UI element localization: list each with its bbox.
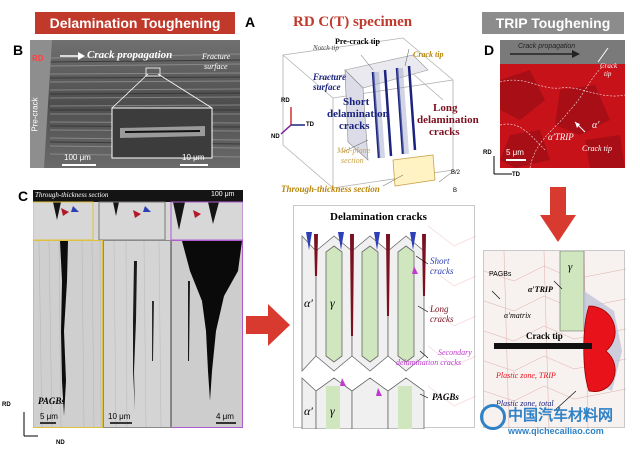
alpha-prime-label-d: α′ xyxy=(592,120,600,131)
panel-label-c: C xyxy=(18,188,29,204)
alpha-trip-label-trip: α′TRIP xyxy=(528,285,553,294)
scale-bar-label-c-top: 100 μm xyxy=(211,191,235,198)
crack-tip-top-label-1: Crack xyxy=(600,62,618,70)
td-axis-label-a: TD xyxy=(306,122,314,128)
ebsd-phase-map: Crack propagation Crack tip α′ α′TRIP Cr… xyxy=(500,40,625,168)
alpha-trip-label-d: α′TRIP xyxy=(548,132,574,142)
fracture-surface-label-b1: Fracture xyxy=(202,52,231,61)
scale-bar-label-b-main: 100 μm xyxy=(64,153,91,162)
crack-propagation-label-d: Crack propagation xyxy=(518,43,576,50)
short-cracks-label-2: delamination xyxy=(327,108,389,120)
alpha-prime-label-delam: α′ xyxy=(304,296,313,310)
crack-propagation-label-b: Crack propagation xyxy=(87,49,173,61)
long-cracks-label-2: delamination xyxy=(417,114,479,126)
scale-bar-label-c1: 5 μm xyxy=(40,412,58,421)
secondary-cracks-label-2: delamination cracks xyxy=(396,358,462,367)
pre-crack-label: Pre-crack xyxy=(30,97,40,132)
short-cracks-label-1: Short xyxy=(343,96,370,108)
right-arrow xyxy=(246,304,290,346)
nd-axis-label-c: ND xyxy=(56,440,65,446)
short-cracks-label-3: cracks xyxy=(339,120,370,132)
through-thickness-section-label: Through-thickness section xyxy=(35,191,109,199)
through-thickness-strip: Through-thickness section 100 μm xyxy=(33,190,243,240)
specimen-schematic-panel: A RD C(T) specimen Notch tip Pre-crack t… xyxy=(245,10,479,205)
crack-tip-top-label-2: tip xyxy=(604,70,612,78)
panel-label-a: A xyxy=(245,14,256,30)
pagbs-label-delam: PAGBs xyxy=(432,392,459,402)
alpha-matrix-label: α′matrix xyxy=(504,311,531,320)
long-cracks-label-1: Long xyxy=(433,102,458,114)
trip-toughening-header: TRIP Toughening xyxy=(482,12,624,34)
plastic-zone-total-label: Plastic zone, total xyxy=(496,399,554,408)
mid-plane-label-2: section xyxy=(341,156,364,165)
fracture-surface-label-b2: surface xyxy=(204,62,228,71)
crack-micrograph-3: 4 μm xyxy=(171,240,243,428)
pre-crack-tip-label: Pre-crack tip xyxy=(335,37,380,46)
crack-micrograph-2: 10 μm xyxy=(103,240,171,428)
long-cracks-label: Long cracks xyxy=(430,304,454,324)
notch-tip-label: Notch tip xyxy=(313,44,339,52)
pagbs-label-trip: PAGBs xyxy=(489,271,512,278)
crack-tip-label-d: Crack tip xyxy=(582,144,612,153)
rd-axis-label-c: RD xyxy=(2,402,11,408)
alpha-prime-label-delam-bottom: α′ xyxy=(304,404,313,418)
nd-axis-label-a: ND xyxy=(271,134,280,140)
watermark-logo xyxy=(480,404,506,430)
b-dimension-label: B xyxy=(453,188,458,194)
rd-td-axes-d xyxy=(493,156,512,175)
gamma-label-delam: γ xyxy=(330,296,335,310)
specimen-title: RD C(T) specimen xyxy=(293,14,413,30)
trip-plastic-zone-diagram: PAGBs α′TRIP γ α′matrix Crack tip Plasti… xyxy=(483,250,626,429)
delamination-cracks-title: Delamination cracks xyxy=(330,211,427,223)
scale-bar-label-b-inset: 10 μm xyxy=(182,153,205,162)
through-thickness-label: Through-thickness section xyxy=(281,184,380,194)
short-cracks-label: Short cracks xyxy=(430,256,454,276)
watermark-url: www.qichecailiao.com xyxy=(508,426,604,436)
mid-plane-label-1: Mid-plane xyxy=(337,146,371,155)
crack-tip-label-a: Crack tip xyxy=(413,50,444,59)
pagbs-label-c: PAGBs xyxy=(38,396,65,406)
rd-nd-axes-c xyxy=(23,412,38,437)
plastic-zone-trip-label: Plastic zone, TRIP xyxy=(496,371,556,380)
b2-dimension-label: B/2 xyxy=(451,170,461,176)
fracture-surface-label-a2: surface xyxy=(313,82,341,92)
down-arrow xyxy=(540,187,576,242)
rd-axis-label-d: RD xyxy=(483,150,492,156)
td-axis-label-d: TD xyxy=(512,172,520,178)
watermark-site-name: 中国汽车材料网 xyxy=(508,406,614,424)
fracture-surface-label-a1: Fracture xyxy=(313,72,347,82)
gamma-label-trip: γ xyxy=(568,261,573,273)
delamination-cracks-diagram: Delamination cracks Short cracks Long cr… xyxy=(293,205,476,429)
delamination-toughening-header: Delamination Toughening xyxy=(35,12,235,34)
secondary-cracks-label-1: Secondary xyxy=(438,348,472,357)
scale-bar-label-d: 5 μm xyxy=(506,148,524,157)
scale-bar-label-c2: 10 μm xyxy=(108,412,131,421)
scale-bar-label-c3: 4 μm xyxy=(216,412,234,421)
rd-axis-label-b: RD xyxy=(32,54,44,63)
gamma-label-delam-bottom: γ xyxy=(330,404,335,418)
long-cracks-label-3: cracks xyxy=(429,126,460,138)
fracture-surface-micrograph: RD Crack propagation Fracture surface Pr… xyxy=(30,40,240,168)
panel-label-b: B xyxy=(13,42,24,58)
panel-label-d: D xyxy=(484,42,495,58)
rd-axis-label-a: RD xyxy=(281,98,290,104)
crack-micrograph-1: PAGBs 5 μm xyxy=(33,240,103,428)
crack-tip-label-trip: Crack tip xyxy=(526,331,563,341)
